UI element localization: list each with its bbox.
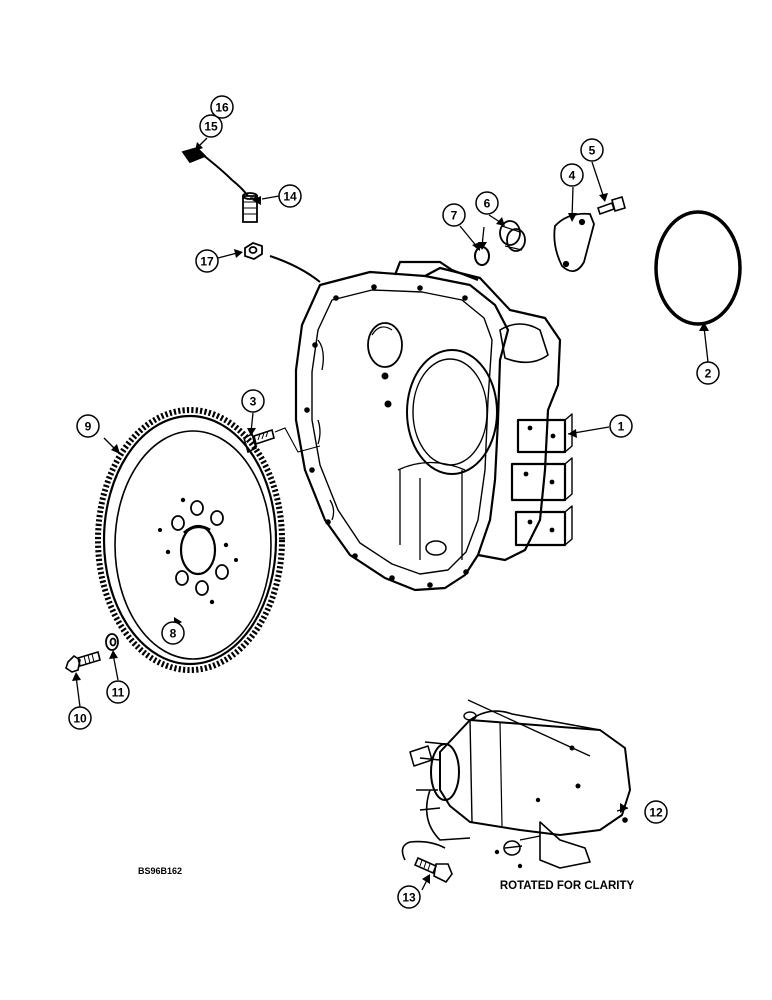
speed-sensor [181, 146, 258, 223]
callout-label: 16 [215, 101, 229, 115]
cover-bolt [596, 195, 626, 216]
callout-12: 12 [644, 800, 668, 824]
callout-label: 12 [649, 806, 663, 820]
plug [499, 220, 526, 252]
flywheel-housing [294, 260, 573, 592]
sensor-leader-line [269, 255, 321, 283]
callout-14: 14 [278, 184, 302, 208]
callout-3: 3 [241, 389, 265, 413]
callout-6: 6 [475, 191, 499, 215]
figure-code: BS96B162 [138, 866, 182, 876]
callout-label: 6 [484, 197, 491, 211]
callout-label: 14 [283, 190, 297, 204]
callout-1: 1 [609, 414, 633, 438]
callout-2: 2 [696, 361, 720, 385]
sensor-nut [244, 242, 263, 260]
arrowhead-7 [472, 242, 480, 251]
callout-label: 7 [451, 209, 458, 223]
callout-label: 3 [250, 395, 257, 409]
callout-label: 17 [200, 255, 214, 269]
callout-8: 8 [161, 621, 185, 645]
callout-label: 1 [618, 420, 625, 434]
callout-16: 16 [210, 95, 234, 119]
callout-4: 4 [560, 163, 584, 187]
housing-bolt-holes [304, 284, 556, 588]
callout-11: 11 [106, 680, 130, 704]
callout-label: 4 [569, 169, 576, 183]
callout-label: 2 [705, 367, 712, 381]
flywheel-bolt [65, 650, 101, 673]
callout-label: 13 [402, 891, 416, 905]
leader-line-14 [261, 195, 280, 200]
callout-10: 10 [68, 706, 92, 730]
bolt-leader-line [274, 427, 321, 453]
callout-label: 9 [85, 420, 92, 434]
callout-13: 13 [397, 885, 421, 909]
starter-wire [401, 840, 446, 861]
flywheel [95, 407, 285, 673]
rotated-note: ROTATED FOR CLARITY [500, 880, 635, 892]
starter-motor [409, 699, 631, 869]
flywheel-washer [105, 633, 119, 651]
callout-label: 10 [73, 712, 87, 726]
leader-arrowheads [72, 142, 709, 884]
flywheel-dowel-holes [158, 497, 238, 605]
callout-label: 11 [112, 686, 125, 700]
callout-label: 8 [170, 627, 177, 641]
callout-7: 7 [442, 203, 466, 227]
o-ring-large [654, 210, 742, 326]
callout-15: 15 [199, 114, 223, 138]
callout-9: 9 [76, 414, 100, 438]
leader-lines [75, 137, 709, 891]
callout-5: 5 [580, 138, 604, 162]
cover-plate [553, 212, 595, 272]
housing-bolt [243, 428, 275, 454]
callout-label: 15 [204, 120, 218, 134]
starter-bolt [413, 856, 453, 884]
flywheel-bolt-holes [171, 500, 229, 596]
callout-17: 17 [195, 249, 219, 273]
starter-details [494, 745, 628, 869]
callout-label: 5 [589, 144, 596, 158]
